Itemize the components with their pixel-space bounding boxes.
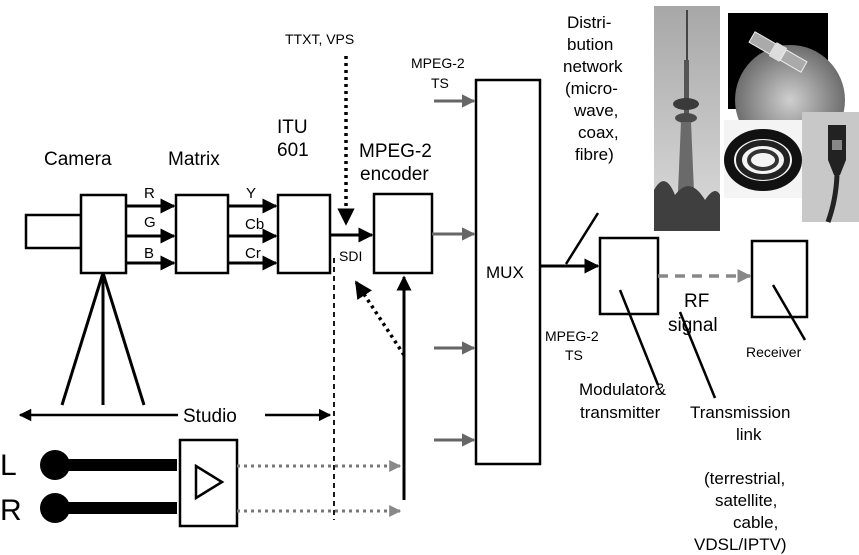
g-label: G	[144, 214, 156, 231]
svg-text:coax,: coax,	[578, 123, 619, 142]
matrix-label: Matrix	[168, 149, 220, 170]
camera-icon	[26, 195, 144, 405]
svg-text:network: network	[563, 57, 623, 76]
svg-text:link: link	[736, 425, 762, 444]
sdi-label: SDI	[339, 248, 362, 264]
coax-cable-photo	[724, 120, 802, 198]
mpeg2-encoder-label-line2: encoder	[360, 164, 429, 185]
mux-label: MUX	[486, 263, 524, 282]
svg-text:Distri-: Distri-	[567, 13, 611, 32]
distribution-network-label: Distri- bution network (micro- wave, coa…	[563, 13, 623, 164]
itu-label-line2: 601	[277, 140, 309, 161]
r-label: R	[144, 185, 155, 202]
microphone-right-icon	[40, 493, 177, 523]
svg-text:cable,: cable,	[733, 513, 778, 532]
svg-text:(terrestrial,: (terrestrial,	[704, 469, 785, 488]
left-channel-label: L	[0, 449, 17, 482]
cr-label: Cr	[245, 245, 261, 262]
studio-label: Studio	[183, 406, 237, 427]
mpeg2-ts-bottom-label-line1: MPEG-2	[545, 328, 599, 344]
audio-dotted-arrows	[237, 466, 400, 511]
microphone-left-icon	[40, 450, 177, 480]
svg-text:wave,: wave,	[573, 101, 618, 120]
matrix-box	[176, 195, 228, 273]
distribution-pointer	[566, 213, 598, 264]
modulator-box	[600, 238, 658, 314]
svg-text:satellite,: satellite,	[715, 491, 777, 510]
itu-label-line1: ITU	[277, 117, 308, 138]
data-to-encoder-dotted-arrow	[356, 282, 404, 355]
rf-label-line1: RF	[684, 291, 709, 312]
mpeg2-ts-bottom-label-line2: TS	[565, 347, 583, 363]
rf-label-line2: signal	[668, 315, 718, 336]
mpeg2-encoder-label-line1: MPEG-2	[359, 141, 432, 162]
mpeg2-ts-top-label-line1: MPEG-2	[411, 55, 465, 71]
transmission-link-label: Transmission link (terrestrial, satellit…	[690, 403, 790, 554]
amplifier-box	[180, 440, 237, 526]
svg-text:(micro-: (micro-	[565, 79, 618, 98]
mpeg2-encoder-box	[374, 194, 432, 273]
svg-text:VDSL/IPTV): VDSL/IPTV)	[694, 535, 787, 554]
modulator-label-line1: Modulator&	[579, 380, 667, 399]
y-label: Y	[246, 185, 256, 202]
ttxt-vps-label: TTXT, VPS	[285, 31, 354, 47]
cb-label: Cb	[245, 216, 264, 233]
svg-text:Transmission: Transmission	[690, 403, 790, 422]
right-channel-label: R	[0, 494, 22, 527]
modulator-label-line2: transmitter	[580, 403, 661, 422]
mpeg2-ts-top-label-line2: TS	[431, 75, 449, 91]
svg-text:fibre): fibre)	[575, 145, 614, 164]
receiver-label: Receiver	[746, 344, 802, 360]
itu601-box	[278, 195, 330, 273]
ts-input-arrows	[434, 101, 474, 440]
phone-plug-photo	[802, 112, 859, 222]
b-label: B	[144, 245, 154, 262]
svg-text:bution: bution	[567, 35, 613, 54]
camera-label: Camera	[44, 149, 112, 170]
tv-tower-photo	[654, 6, 720, 231]
receiver-box	[752, 241, 807, 317]
